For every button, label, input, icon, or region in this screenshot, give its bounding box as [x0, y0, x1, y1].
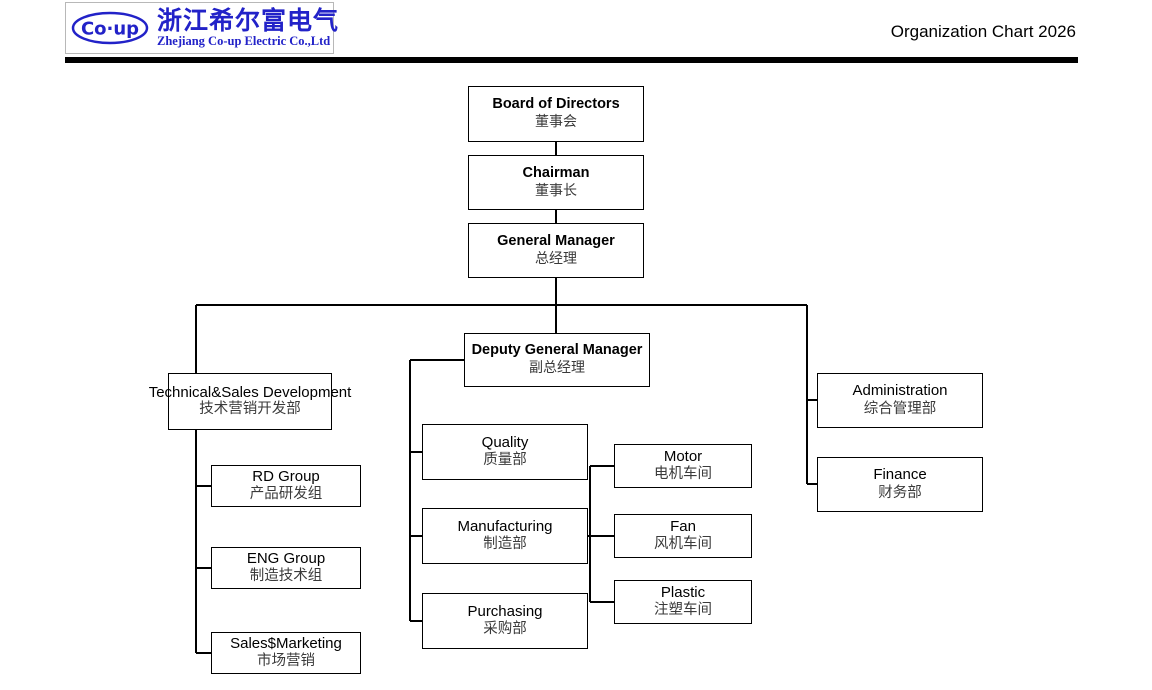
- logo-text: 浙江希尔富电气 Zhejiang Co-up Electric Co.,Ltd: [157, 5, 340, 49]
- node-label-en: Purchasing: [467, 602, 543, 620]
- node-label-en: Finance: [873, 466, 927, 484]
- node-label-cn: 副总经理: [529, 360, 585, 377]
- node-label-en: Chairman: [522, 164, 590, 181]
- node-label-en: Motor: [663, 447, 703, 465]
- node-deputy-general-manager[interactable]: Deputy General Manager 副总经理: [464, 333, 650, 387]
- node-label-cn: 产品研发组: [249, 486, 323, 503]
- node-label-en: Board of Directors: [492, 96, 620, 113]
- node-label-en: Fan: [670, 517, 696, 535]
- node-purchasing[interactable]: Purchasing 采购部: [422, 593, 588, 649]
- company-logo: Co·up 浙江希尔富电气 Zhejiang Co-up Electric Co…: [65, 2, 338, 54]
- node-eng-group[interactable]: ENG Group 制造技术组: [211, 547, 361, 589]
- node-quality[interactable]: Quality 质量部: [422, 424, 588, 480]
- node-plastic-workshop[interactable]: Plastic 注塑车间: [614, 580, 752, 624]
- node-label-cn: 财务部: [878, 484, 922, 501]
- node-label-cn: 制造部: [483, 536, 527, 553]
- node-label-cn: 综合管理部: [863, 400, 937, 417]
- node-label-en: Sales$Marketing: [230, 634, 342, 652]
- header-divider: [65, 57, 1078, 63]
- node-label-cn: 制造技术组: [249, 568, 323, 585]
- node-label-en: Plastic: [660, 583, 706, 601]
- node-label-en: ENG Group: [246, 549, 326, 567]
- node-label-cn: 注塑车间: [654, 602, 712, 619]
- node-label-en: Manufacturing: [457, 517, 553, 535]
- node-label-cn: 风机车间: [654, 536, 712, 553]
- node-rd-group[interactable]: RD Group 产品研发组: [211, 465, 361, 507]
- node-label-cn: 董事会: [535, 114, 577, 131]
- node-board-of-directors[interactable]: Board of Directors 董事会: [468, 86, 644, 142]
- node-label-en: Quality: [481, 433, 529, 451]
- node-label-en: Administration: [852, 382, 948, 400]
- page-title: Organization Chart 2026: [890, 22, 1076, 41]
- node-fan-workshop[interactable]: Fan 风机车间: [614, 514, 752, 558]
- node-label-cn: 电机车间: [654, 466, 712, 483]
- company-name-en: Zhejiang Co-up Electric Co.,Ltd: [157, 33, 331, 48]
- svg-text:Co·up: Co·up: [81, 19, 139, 40]
- node-label-cn: 董事长: [535, 182, 577, 199]
- node-label-en: RD Group: [252, 467, 320, 485]
- node-finance[interactable]: Finance 财务部: [817, 457, 983, 512]
- node-general-manager[interactable]: General Manager 总经理: [468, 223, 644, 278]
- node-sales-marketing[interactable]: Sales$Marketing 市场营销: [211, 632, 361, 674]
- node-label-cn: 采购部: [483, 621, 527, 638]
- node-chairman[interactable]: Chairman 董事长: [468, 155, 644, 210]
- node-manufacturing[interactable]: Manufacturing 制造部: [422, 508, 588, 564]
- page-header: Co·up 浙江希尔富电气 Zhejiang Co-up Electric Co…: [0, 0, 1152, 66]
- node-label-cn: 总经理: [535, 250, 577, 267]
- node-label-en: Deputy General Manager: [471, 342, 643, 359]
- node-label-en: General Manager: [497, 232, 615, 249]
- node-label-cn: 技术营销开发部: [199, 401, 301, 418]
- co-up-logo-icon: Co·up: [71, 11, 149, 45]
- node-label-cn: 市场营销: [257, 653, 315, 670]
- node-motor-workshop[interactable]: Motor 电机车间: [614, 444, 752, 488]
- company-name-cn: 浙江希尔富电气: [157, 5, 340, 35]
- node-technical-sales-development[interactable]: Technical&Sales Development 技术营销开发部: [149, 373, 351, 430]
- node-label-en: Technical&Sales Development: [148, 383, 352, 401]
- node-administration[interactable]: Administration 综合管理部: [817, 373, 983, 428]
- node-label-cn: 质量部: [483, 452, 527, 469]
